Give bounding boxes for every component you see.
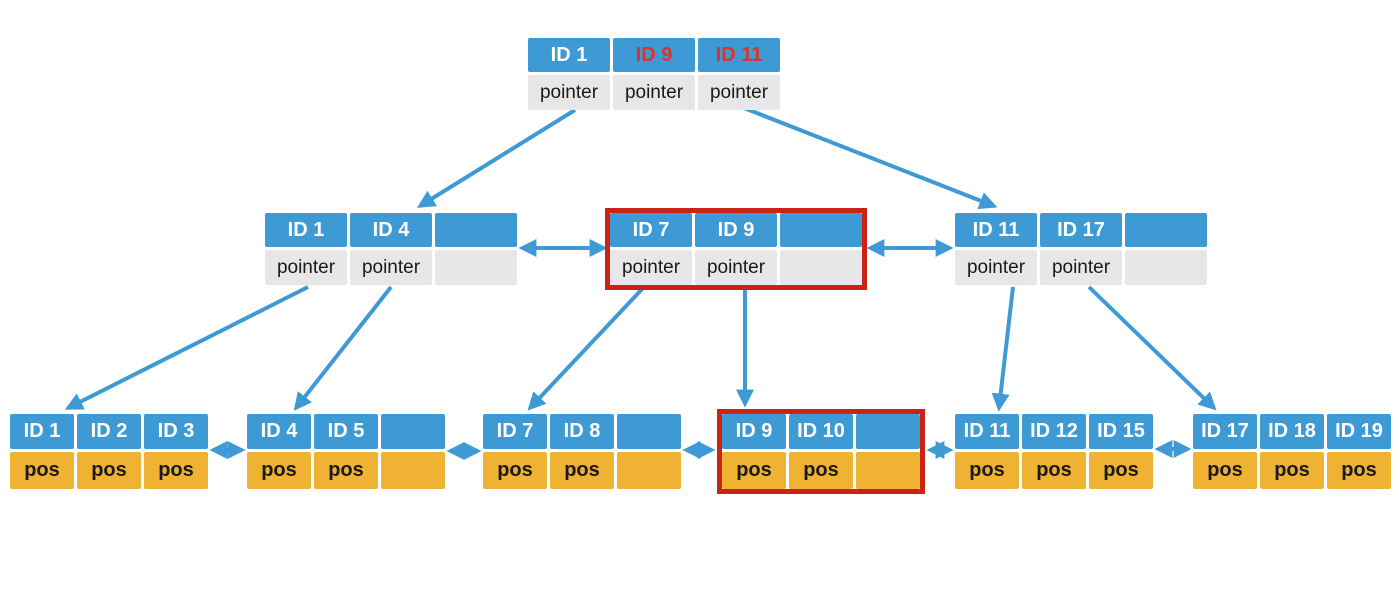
arrow-internal-right-to-leaf-5 [991, 286, 1015, 412]
leaf-key-cell: ID 17 [1193, 414, 1257, 449]
leaf-node-2: ID 4 ID 5 pos pos [247, 414, 445, 489]
internal-key-row: ID 11 ID 17 [955, 213, 1207, 247]
root-key-cell-highlighted: ID 9 [613, 38, 695, 72]
leaf-key-cell: ID 12 [1022, 414, 1086, 449]
root-node: ID 1 ID 9 ID 11 pointer pointer pointer [528, 38, 780, 110]
internal-key-cell: ID 7 [610, 213, 692, 247]
leaf-key-cell: ID 1 [10, 414, 74, 449]
internal-pointer-cell: pointer [350, 250, 432, 285]
leaf-pos-row: pos pos [483, 452, 681, 489]
root-key-cell: ID 1 [528, 38, 610, 72]
arrow-internal-left-to-leaf-2 [293, 285, 393, 411]
leaf-pos-row: pos pos [722, 452, 920, 489]
root-pointer-cell: pointer [613, 75, 695, 110]
leaf-pos-cell: pos [247, 452, 311, 489]
leaf-key-cell-empty [381, 414, 445, 449]
internal-key-cell: ID 9 [695, 213, 777, 247]
leaf-pos-cell: pos [483, 452, 547, 489]
leaf-pos-cell-empty [856, 452, 920, 489]
leaf-key-cell-empty [856, 414, 920, 449]
leaf-pos-cell: pos [955, 452, 1019, 489]
leaf-node-4-highlighted: ID 9 ID 10 pos pos [717, 409, 925, 494]
internal-key-cell: ID 11 [955, 213, 1037, 247]
internal-key-row: ID 7 ID 9 [610, 213, 862, 247]
leaf-key-row: ID 7 ID 8 [483, 414, 681, 449]
leaf-key-cell-empty [617, 414, 681, 449]
root-pointer-cell: pointer [528, 75, 610, 110]
arrow-internal-left-to-leaf-1 [64, 285, 309, 410]
leaf-node-1: ID 1 ID 2 ID 3 pos pos pos [10, 414, 208, 489]
leaf-key-cell: ID 7 [483, 414, 547, 449]
leaf-key-cell: ID 5 [314, 414, 378, 449]
leaf-pos-row: pos pos pos [955, 452, 1153, 489]
arrow-internal-right-to-leaf-6 [1087, 285, 1217, 411]
internal-key-cell-empty [435, 213, 517, 247]
leaf-key-row: ID 11 ID 12 ID 15 [955, 414, 1153, 449]
leaf-key-cell: ID 11 [955, 414, 1019, 449]
internal-key-cell-empty [780, 213, 862, 247]
leaf-key-cell: ID 15 [1089, 414, 1153, 449]
leaf-node-3: ID 7 ID 8 pos pos [483, 414, 681, 489]
internal-node-center-highlighted: ID 7 ID 9 pointer pointer [605, 208, 867, 290]
leaf-key-row: ID 17 ID 18 ID 19 [1193, 414, 1391, 449]
internal-key-cell: ID 17 [1040, 213, 1122, 247]
internal-pointer-row: pointer pointer [610, 250, 862, 285]
internal-pointer-cell: pointer [695, 250, 777, 285]
root-key-row: ID 1 ID 9 ID 11 [528, 38, 780, 72]
leaf-pos-cell: pos [722, 452, 786, 489]
leaf-pos-cell: pos [1193, 452, 1257, 489]
leaf-key-row: ID 9 ID 10 [722, 414, 920, 449]
internal-pointer-cell-empty [1125, 250, 1207, 285]
leaf-key-cell: ID 8 [550, 414, 614, 449]
internal-pointer-row: pointer pointer [265, 250, 517, 285]
leaf-key-cell: ID 9 [722, 414, 786, 449]
internal-pointer-cell-empty [780, 250, 862, 285]
leaf-pos-cell: pos [77, 452, 141, 489]
leaf-node-5: ID 11 ID 12 ID 15 pos pos pos [955, 414, 1153, 489]
leaf-pos-cell: pos [1022, 452, 1086, 489]
leaf-pos-cell-empty [381, 452, 445, 489]
leaf-pos-row: pos pos pos [1193, 452, 1391, 489]
leaf-node-6: ID 17 ID 18 ID 19 pos pos pos [1193, 414, 1391, 489]
leaf-pos-cell-empty [617, 452, 681, 489]
leaf-pos-cell: pos [550, 452, 614, 489]
leaf-pos-cell: pos [1089, 452, 1153, 489]
root-pointer-row: pointer pointer pointer [528, 75, 780, 110]
arrow-root-to-internal-left [416, 108, 577, 208]
root-pointer-cell: pointer [698, 75, 780, 110]
leaf-key-cell: ID 19 [1327, 414, 1391, 449]
leaf-pos-cell: pos [1327, 452, 1391, 489]
leaf-key-cell: ID 10 [789, 414, 853, 449]
internal-node-left: ID 1 ID 4 pointer pointer [265, 213, 517, 285]
internal-pointer-cell: pointer [610, 250, 692, 285]
leaf-key-cell: ID 18 [1260, 414, 1324, 449]
internal-pointer-cell: pointer [265, 250, 347, 285]
leaf-pos-cell: pos [10, 452, 74, 489]
leaf-pos-row: pos pos [247, 452, 445, 489]
internal-key-row: ID 1 ID 4 [265, 213, 517, 247]
leaf-key-cell: ID 2 [77, 414, 141, 449]
internal-node-right: ID 11 ID 17 pointer pointer [955, 213, 1207, 285]
leaf-pos-cell: pos [1260, 452, 1324, 489]
root-key-cell-highlighted: ID 11 [698, 38, 780, 72]
leaf-key-cell: ID 3 [144, 414, 208, 449]
internal-pointer-cell-empty [435, 250, 517, 285]
internal-key-cell: ID 4 [350, 213, 432, 247]
leaf-key-row: ID 4 ID 5 [247, 414, 445, 449]
leaf-key-row: ID 1 ID 2 ID 3 [10, 414, 208, 449]
arrow-internal-center-to-leaf-3 [527, 285, 646, 411]
leaf-pos-row: pos pos pos [10, 452, 208, 489]
internal-pointer-row: pointer pointer [955, 250, 1207, 285]
leaf-pos-cell: pos [314, 452, 378, 489]
internal-pointer-cell: pointer [1040, 250, 1122, 285]
arrow-root-to-internal-right [743, 106, 998, 210]
leaf-pos-cell: pos [789, 452, 853, 489]
internal-key-cell-empty [1125, 213, 1207, 247]
internal-pointer-cell: pointer [955, 250, 1037, 285]
leaf-key-cell: ID 4 [247, 414, 311, 449]
internal-key-cell: ID 1 [265, 213, 347, 247]
leaf-pos-cell: pos [144, 452, 208, 489]
